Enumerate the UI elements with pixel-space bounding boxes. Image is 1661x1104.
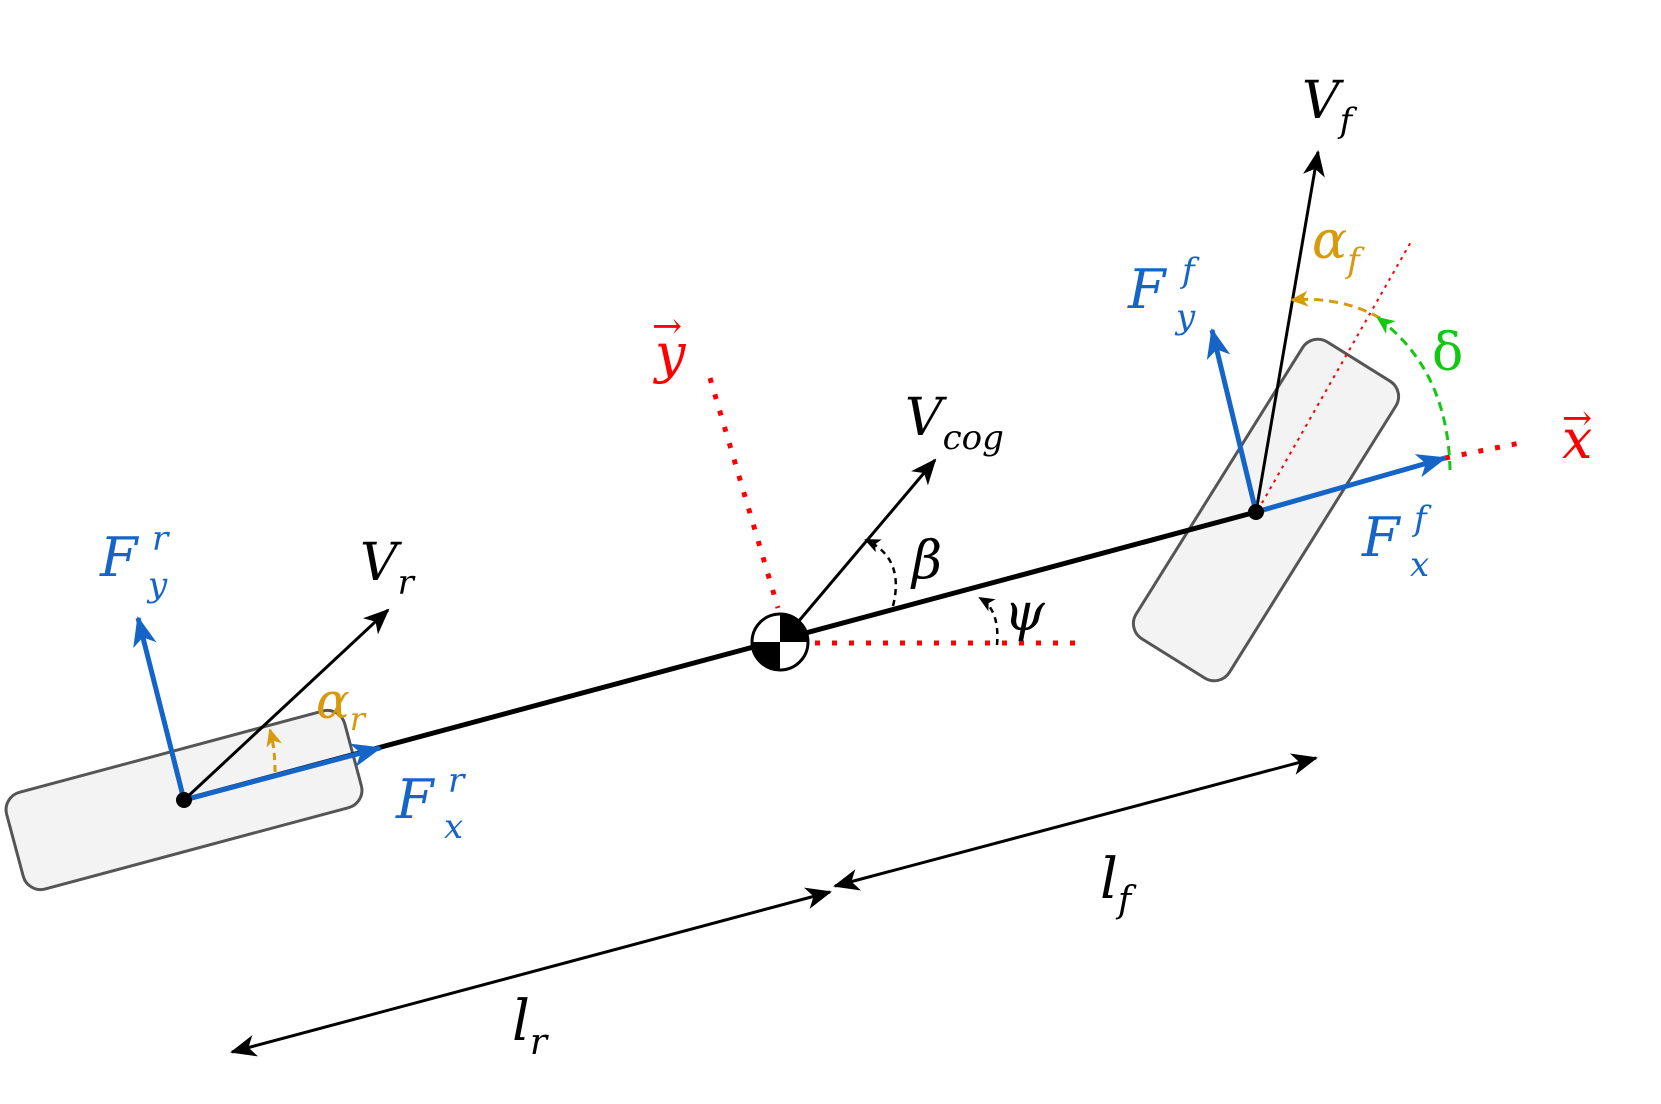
label-l-rear: lr (512, 989, 549, 1063)
label-y-axis: → y (652, 306, 687, 385)
rear-axle-point (176, 792, 192, 808)
psi-arc (978, 596, 999, 646)
label-v-front: Vf (1302, 71, 1358, 141)
y-axis-dotted-line (707, 377, 781, 609)
alpha-rear-arc (266, 728, 282, 773)
svg-text:y: y (653, 322, 687, 385)
label-fy-front: F f y (1127, 232, 1212, 337)
x-axis-dotted-line (1444, 440, 1521, 461)
fy-rear-arrow (133, 616, 187, 801)
label-fx-front: F f x (1361, 480, 1444, 585)
label-alpha-front: αf (1312, 211, 1365, 281)
label-psi: ψ (1004, 583, 1046, 643)
lr-dimension-arrow (230, 887, 832, 1057)
v-front-arrow (1254, 150, 1325, 513)
label-alpha-rear: αr (316, 672, 367, 738)
label-v-rear: Vr (360, 533, 416, 603)
center-of-gravity-marker (750, 612, 810, 672)
svg-text:→: → (652, 306, 682, 347)
label-beta: β (910, 531, 942, 591)
svg-text:x: x (1562, 408, 1592, 471)
label-delta: δ (1432, 323, 1463, 383)
label-v-cog: Vcog (905, 388, 1004, 458)
label-x-axis: → x (1562, 398, 1592, 471)
beta-arc (864, 538, 898, 607)
fy-front-arrow (1206, 328, 1259, 513)
lf-dimension-arrow (833, 753, 1318, 891)
label-fy-rear: F r y (99, 500, 185, 605)
fx-rear-arrow (183, 743, 382, 803)
label-fx-rear: F r x (395, 742, 481, 847)
v-rear-arrow (182, 608, 390, 802)
label-l-front: lf (1100, 847, 1137, 921)
delta-arc (1376, 316, 1452, 471)
fx-front-arrow (1255, 454, 1447, 515)
svg-text:→: → (1562, 398, 1592, 439)
front-axle-point (1248, 504, 1264, 520)
alpha-front-arc (1290, 290, 1381, 320)
